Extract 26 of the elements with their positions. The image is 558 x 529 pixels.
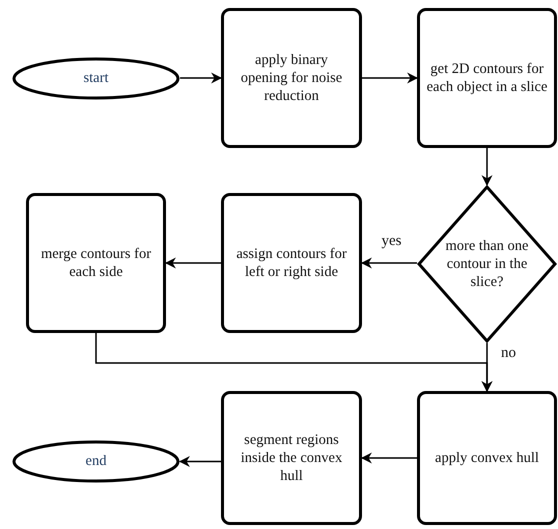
node-text: more than one contour in the slice? (444, 236, 530, 292)
terminal-ellipse (12, 57, 180, 100)
node-text: apply binary opening for noise reduction (240, 50, 344, 106)
arrow (164, 258, 221, 268)
process-box (417, 391, 557, 525)
process-box (221, 391, 362, 525)
process-box (417, 8, 557, 148)
process-box (26, 193, 166, 333)
node-text: end (86, 452, 106, 471)
node-text: merge contours for each side (40, 244, 152, 282)
arrow (178, 456, 221, 467)
arrow (180, 72, 222, 84)
node-text: segment regions inside the convex hull (240, 430, 344, 486)
terminal-ellipse (12, 440, 180, 483)
arrow (362, 72, 418, 84)
process-box (221, 193, 362, 333)
arrow (95, 333, 492, 392)
node-text: start (84, 69, 108, 88)
process-box (221, 8, 362, 148)
arrow (482, 148, 492, 186)
node-text: apply convex hull (434, 448, 540, 468)
arrow (360, 452, 417, 464)
arrow (360, 258, 417, 268)
decision-diamond (417, 185, 557, 343)
node-text: get 2D contours for each object in a slice (426, 60, 548, 96)
node-text: assign contours for left or right side (235, 244, 348, 282)
